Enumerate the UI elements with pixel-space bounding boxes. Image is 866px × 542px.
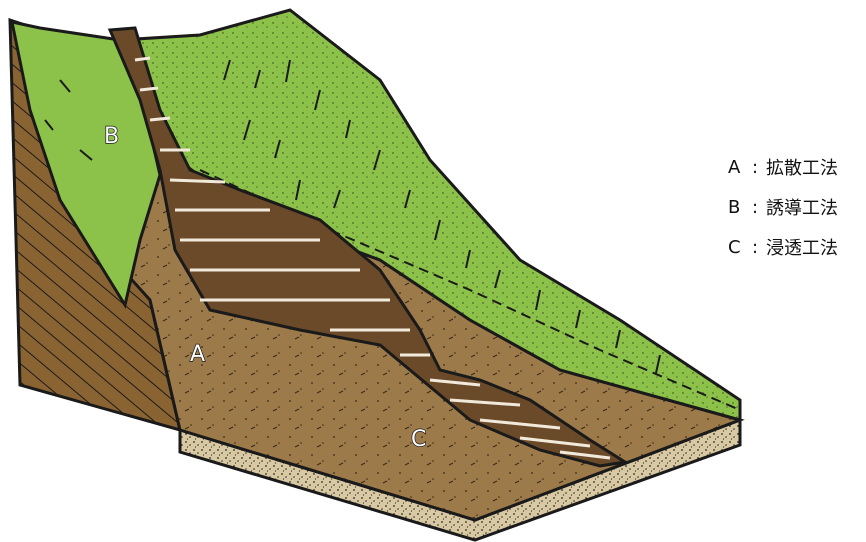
legend-text: 誘導工法: [766, 194, 838, 220]
zone-label-b: B: [104, 124, 119, 149]
legend-item-b: B : 誘導工法: [728, 192, 864, 222]
legend-key: A: [728, 157, 744, 178]
legend-item-c: C : 浸透工法: [728, 232, 864, 262]
legend-text: 拡散工法: [766, 154, 838, 180]
legend-separator: :: [744, 237, 766, 258]
legend-separator: :: [744, 197, 766, 218]
legend-key: C: [728, 237, 744, 258]
zone-label-a: A: [190, 342, 205, 367]
legend: A : 拡散工法 B : 誘導工法 C : 浸透工法: [728, 152, 864, 272]
legend-item-a: A : 拡散工法: [728, 152, 864, 182]
legend-key: B: [728, 197, 744, 218]
legend-text: 浸透工法: [766, 234, 838, 260]
zone-label-c: C: [411, 427, 426, 452]
legend-separator: :: [744, 157, 766, 178]
